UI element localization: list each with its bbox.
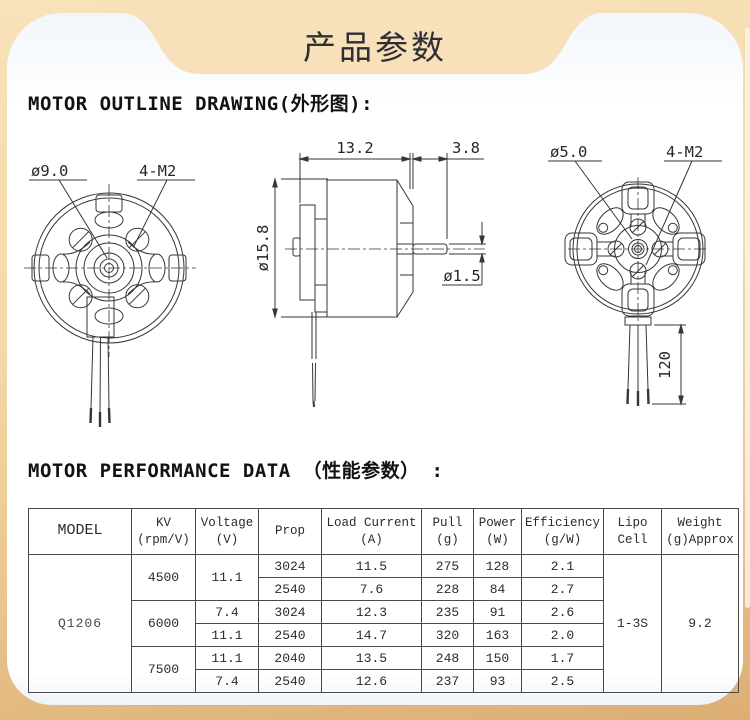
col-header-kv: KV(rpm/V) <box>131 508 196 555</box>
table-row: 11.1 2540 14.7 320 163 2.0 <box>29 623 739 647</box>
efficiency-cell: 2.5 <box>521 669 604 693</box>
front-screws-label: 4-M2 <box>139 162 176 180</box>
power-cell: 163 <box>473 623 522 647</box>
col-header-prop: Prop <box>258 508 322 555</box>
header-notch <box>119 12 605 74</box>
load-current-cell: 13.5 <box>321 646 422 670</box>
side-shaft-diameter-label: ø1.5 <box>443 267 480 285</box>
side-shaft-length-label: 3.8 <box>452 139 480 157</box>
pull-cell: 235 <box>421 600 474 624</box>
voltage-cell: 11.1 <box>195 646 259 670</box>
page-title: 产品参数 <box>303 29 447 66</box>
load-current-cell: 11.5 <box>321 554 422 578</box>
outline-section-heading: MOTOR OUTLINE DRAWING(外形图): <box>28 93 374 115</box>
voltage-cell: 7.4 <box>195 600 259 624</box>
kv-cell: 4500 <box>131 554 196 601</box>
rear-view-geometry: ø5.0 4-M2 <box>548 143 722 406</box>
efficiency-cell: 1.7 <box>521 646 604 670</box>
lipo-cell: 1-3S <box>603 554 662 693</box>
efficiency-cell: 2.0 <box>521 623 604 647</box>
load-current-cell: 7.6 <box>321 577 422 601</box>
side-body-length-label: 13.2 <box>336 139 373 157</box>
prop-cell: 2540 <box>258 669 322 693</box>
prop-cell: 2540 <box>258 623 322 647</box>
col-header-pull: Pull(g) <box>421 508 474 555</box>
front-diameter-label: ø9.0 <box>31 162 68 180</box>
load-current-cell: 12.6 <box>321 669 422 693</box>
col-header-load-current: Load Current(A) <box>321 508 422 555</box>
pull-cell: 248 <box>421 646 474 670</box>
motor-rear-view-drawing: ø5.0 4-M2 <box>548 143 722 406</box>
kv-cell: 7500 <box>131 646 196 693</box>
rear-screw-holes <box>607 218 669 280</box>
pull-cell: 237 <box>421 669 474 693</box>
motor-side-view-drawing: 13.2 3.8 ø15.8 <box>254 139 486 408</box>
side-body-diameter-label: ø15.8 <box>254 225 272 272</box>
prop-cell: 3024 <box>258 554 322 578</box>
efficiency-cell: 2.7 <box>521 577 604 601</box>
table-row: 7500 11.1 2040 13.5 248 150 1.7 <box>29 646 739 693</box>
model-cell: Q1206 <box>28 554 132 693</box>
rear-wire-length-label: 120 <box>656 351 674 379</box>
col-header-weight: Weight(g)Approx <box>661 508 739 555</box>
pull-cell: 275 <box>421 554 474 578</box>
efficiency-cell: 2.6 <box>521 600 604 624</box>
performance-table: MODEL KV(rpm/V) Voltage(V) Prop Load Cur… <box>28 508 739 693</box>
table-row: 2540 7.6 228 84 2.7 <box>29 577 739 601</box>
voltage-cell: 11.1 <box>195 623 259 647</box>
scrollbar-track[interactable] <box>745 28 750 608</box>
pull-cell: 320 <box>421 623 474 647</box>
voltage-cell: 7.4 <box>195 669 259 693</box>
efficiency-cell: 2.1 <box>521 554 604 578</box>
prop-cell: 3024 <box>258 600 322 624</box>
col-header-efficiency: Efficiency(g/W) <box>521 508 604 555</box>
col-header-power: Power(W) <box>473 508 522 555</box>
rear-shaft-hole-label: ø5.0 <box>550 143 587 161</box>
load-current-cell: 12.3 <box>321 600 422 624</box>
pull-cell: 228 <box>421 577 474 601</box>
col-header-model: MODEL <box>28 508 132 555</box>
rear-screws-label: 4-M2 <box>666 143 703 161</box>
motor-front-view-drawing: ø9.0 4-M2 <box>24 162 196 427</box>
table-row: Q1206 4500 11.1 3024 11.5 275 128 2.1 1-… <box>28 554 739 693</box>
col-header-voltage: Voltage(V) <box>195 508 259 555</box>
side-view-geometry: 13.2 3.8 ø15.8 <box>254 139 486 408</box>
voltage-cell: 11.1 <box>195 554 259 601</box>
table-row: 6000 7.4 3024 12.3 235 91 2.6 <box>29 600 739 647</box>
power-cell: 84 <box>473 577 522 601</box>
table-row: 7.4 2540 12.6 237 93 2.5 <box>29 669 739 693</box>
front-view-geometry: ø9.0 4-M2 <box>24 162 196 427</box>
power-cell: 91 <box>473 600 522 624</box>
load-current-cell: 14.7 <box>321 623 422 647</box>
performance-section-heading: MOTOR PERFORMANCE DATA （性能参数） : <box>28 460 444 482</box>
prop-cell: 2040 <box>258 646 322 670</box>
prop-cell: 2540 <box>258 577 322 601</box>
weight-cell: 9.2 <box>661 554 739 693</box>
table-header-row: MODEL KV(rpm/V) Voltage(V) Prop Load Cur… <box>28 508 739 555</box>
kv-cell: 6000 <box>131 600 196 647</box>
power-cell: 128 <box>473 554 522 578</box>
power-cell: 150 <box>473 646 522 670</box>
power-cell: 93 <box>473 669 522 693</box>
content-card: 产品参数 MOTOR OUTLINE DRAWING(外形图): ø9.0 4-… <box>7 12 743 705</box>
